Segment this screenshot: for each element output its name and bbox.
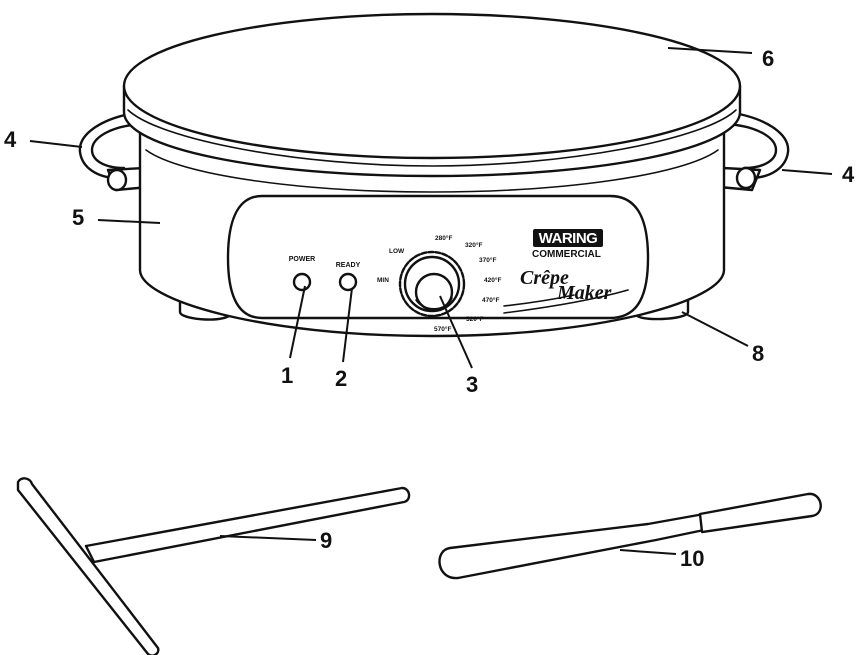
ready-indicator-light (338, 272, 358, 292)
brand-name: WARING (539, 230, 598, 247)
control-panel: POWER READY MIN LOW 280°F 320°F 370°F 42… (226, 194, 650, 333)
dial-label-420: 420°F (484, 276, 501, 284)
callout-5: 5 (72, 205, 84, 230)
power-label: POWER (289, 256, 315, 263)
ready-label: READY (336, 262, 361, 269)
product-name-line2: Maker (556, 282, 612, 304)
callout-9: 9 (320, 528, 332, 553)
brand-subtitle: COMMERCIAL (532, 249, 601, 260)
spatula (438, 492, 822, 580)
cooking-plate (122, 12, 742, 178)
callout-2: 2 (335, 366, 347, 391)
callout-8: 8 (752, 341, 764, 366)
power-indicator-light (292, 272, 312, 292)
dial-label-320: 320°F (465, 241, 482, 249)
leader-lines (29, 47, 833, 555)
callout-3: 3 (466, 372, 478, 397)
callout-4-left: 4 (4, 127, 17, 152)
callout-numbers: 1 2 3 4 4 5 6 8 9 10 (4, 46, 855, 571)
dial-label-280: 280°F (435, 234, 452, 242)
dial-label-470: 470°F (482, 296, 499, 304)
dial-temperature-labels: MIN LOW 280°F 320°F 370°F 420°F 470°F 52… (377, 234, 501, 333)
batter-spreader (16, 477, 411, 655)
temperature-dial (398, 250, 466, 318)
dial-label-370: 370°F (479, 256, 496, 264)
dial-label-low: LOW (389, 248, 405, 255)
callout-10: 10 (680, 546, 704, 571)
callout-6: 6 (762, 46, 774, 71)
callout-1: 1 (281, 363, 293, 388)
dial-label-min: MIN (377, 277, 389, 284)
callout-4-right: 4 (842, 162, 855, 187)
dial-label-520: 520°F (466, 315, 483, 323)
product-name-line1: Crêpe (520, 267, 569, 289)
brand-logo: WARING COMMERCIAL Crêpe Maker (503, 229, 629, 314)
dial-label-570: 570°F (434, 325, 451, 333)
